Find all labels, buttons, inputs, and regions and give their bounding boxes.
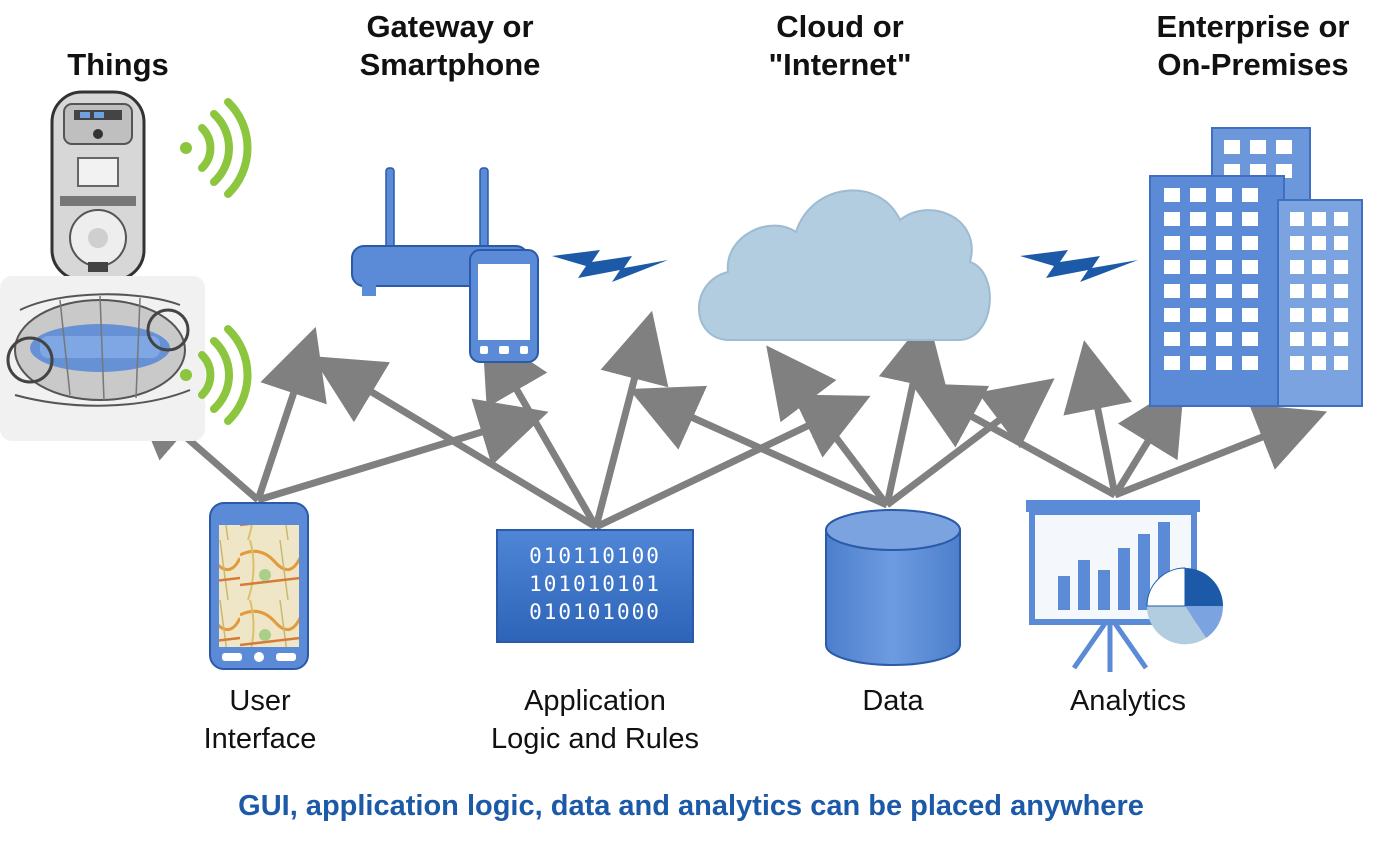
arrow-logic-to-gateway	[312, 356, 598, 530]
label-data-text: Data	[862, 685, 924, 717]
heading-gateway-line1: Gateway or	[366, 9, 534, 44]
arrow-logic-to-phone	[482, 329, 600, 529]
arrow-analytics-to-enterprise-2	[1112, 382, 1185, 497]
heading-things-text: Things	[67, 47, 169, 82]
heading-enterprise-line2: On-Premises	[1157, 47, 1349, 82]
arrow-data-to-cloud	[766, 345, 890, 508]
heading-gateway-line2: Smartphone	[359, 47, 541, 82]
label-analytics: Analytics	[1030, 682, 1226, 720]
analytics-board-icon	[1026, 500, 1224, 672]
engine-icon	[0, 276, 205, 441]
arrow-analytics-to-enterprise	[1063, 340, 1133, 496]
map-phone-icon	[209, 502, 309, 670]
arrow-logic-to-cloud-2	[594, 394, 871, 531]
binary-line-3: 010101000	[529, 600, 661, 624]
lightning-icon	[552, 250, 668, 282]
cloud-icon	[698, 189, 991, 341]
arrow-ui-to-things-2	[254, 326, 327, 502]
office-building-icon	[1149, 127, 1363, 407]
arrow-ui-to-gateway	[256, 398, 549, 504]
heading-gateway: Gateway or Smartphone	[330, 8, 570, 84]
smartphone-icon	[469, 249, 539, 363]
binary-code-icon: 010110100 101010101 010101000	[496, 529, 694, 643]
arrow-data-to-gateway	[628, 385, 889, 509]
heading-enterprise-line1: Enterprise or	[1156, 9, 1350, 44]
binary-line-2: 101010101	[529, 572, 661, 596]
database-cylinder-icon	[825, 509, 961, 666]
label-user-interface-line2: Interface	[203, 723, 317, 755]
wifi-signal-icon	[180, 98, 252, 198]
wifi-signal-icon	[180, 325, 252, 425]
connection-arrows	[129, 310, 1328, 531]
heading-cloud: Cloud or "Internet"	[730, 8, 950, 84]
parking-meter-icon	[50, 90, 146, 282]
heading-cloud-line2: "Internet"	[768, 47, 912, 82]
heading-cloud-line1: Cloud or	[776, 9, 904, 44]
arrow-analytics-to-cloud	[910, 383, 1117, 499]
label-application-logic-line2: Logic and Rules	[491, 723, 699, 755]
heading-enterprise: Enterprise or On-Premises	[1130, 8, 1376, 84]
label-application-logic: Application Logic and Rules	[460, 682, 730, 758]
caption: GUI, application logic, data and analyti…	[238, 790, 1144, 822]
label-user-interface: User Interface	[160, 682, 360, 758]
arrow-analytics-to-enterprise-3	[1113, 404, 1328, 499]
heading-things: Things	[50, 46, 186, 84]
label-data: Data	[820, 682, 966, 720]
lightning-icon	[1020, 250, 1138, 282]
binary-line-1: 010110100	[529, 544, 661, 568]
arrow-logic-to-cloud	[592, 310, 669, 528]
label-application-logic-line1: Application	[524, 685, 666, 717]
label-analytics-text: Analytics	[1069, 685, 1187, 717]
label-user-interface-line1: User	[229, 685, 291, 717]
